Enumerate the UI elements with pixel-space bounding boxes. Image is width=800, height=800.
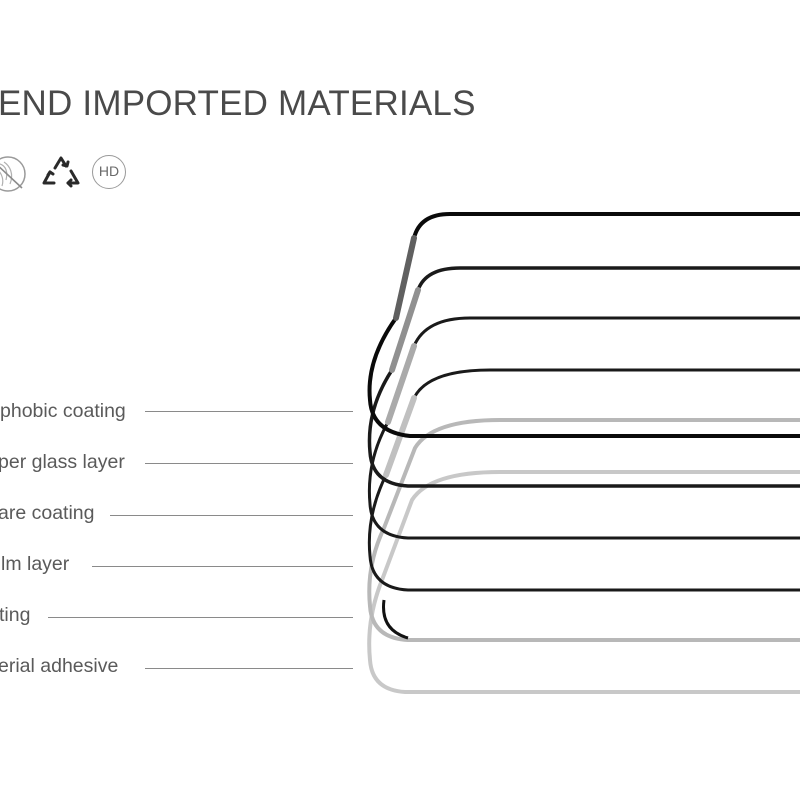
anti-fingerprint-icon: [0, 156, 26, 192]
layer-label-4: lm layer: [1, 553, 70, 575]
leader-line-5: [48, 617, 353, 618]
layer-shape-3: [367, 316, 800, 540]
layer-shape-top: [367, 212, 800, 438]
layer-shape-2: [367, 266, 800, 488]
layer-shape-4: [367, 368, 800, 592]
layer-label-2: per glass layer: [0, 451, 125, 473]
hd-label: HD: [98, 163, 120, 179]
layer-label-1: phobic coating: [0, 400, 126, 422]
page-title: END IMPORTED MATERIALS: [0, 84, 476, 123]
leader-line-6: [145, 668, 353, 669]
leader-line-2: [145, 463, 353, 464]
layer-label-5: ting: [0, 604, 31, 626]
layer-label-3: are coating: [0, 502, 95, 524]
hd-icon: HD: [92, 155, 126, 189]
leader-line-4: [92, 566, 353, 567]
leader-line-3: [110, 515, 353, 516]
layer-label-6: erial adhesive: [0, 655, 119, 677]
recycle-icon: [42, 156, 80, 188]
layer-shape-adhesive: [367, 470, 800, 694]
layer-shape-5: [367, 418, 800, 642]
leader-line-1: [145, 411, 353, 412]
